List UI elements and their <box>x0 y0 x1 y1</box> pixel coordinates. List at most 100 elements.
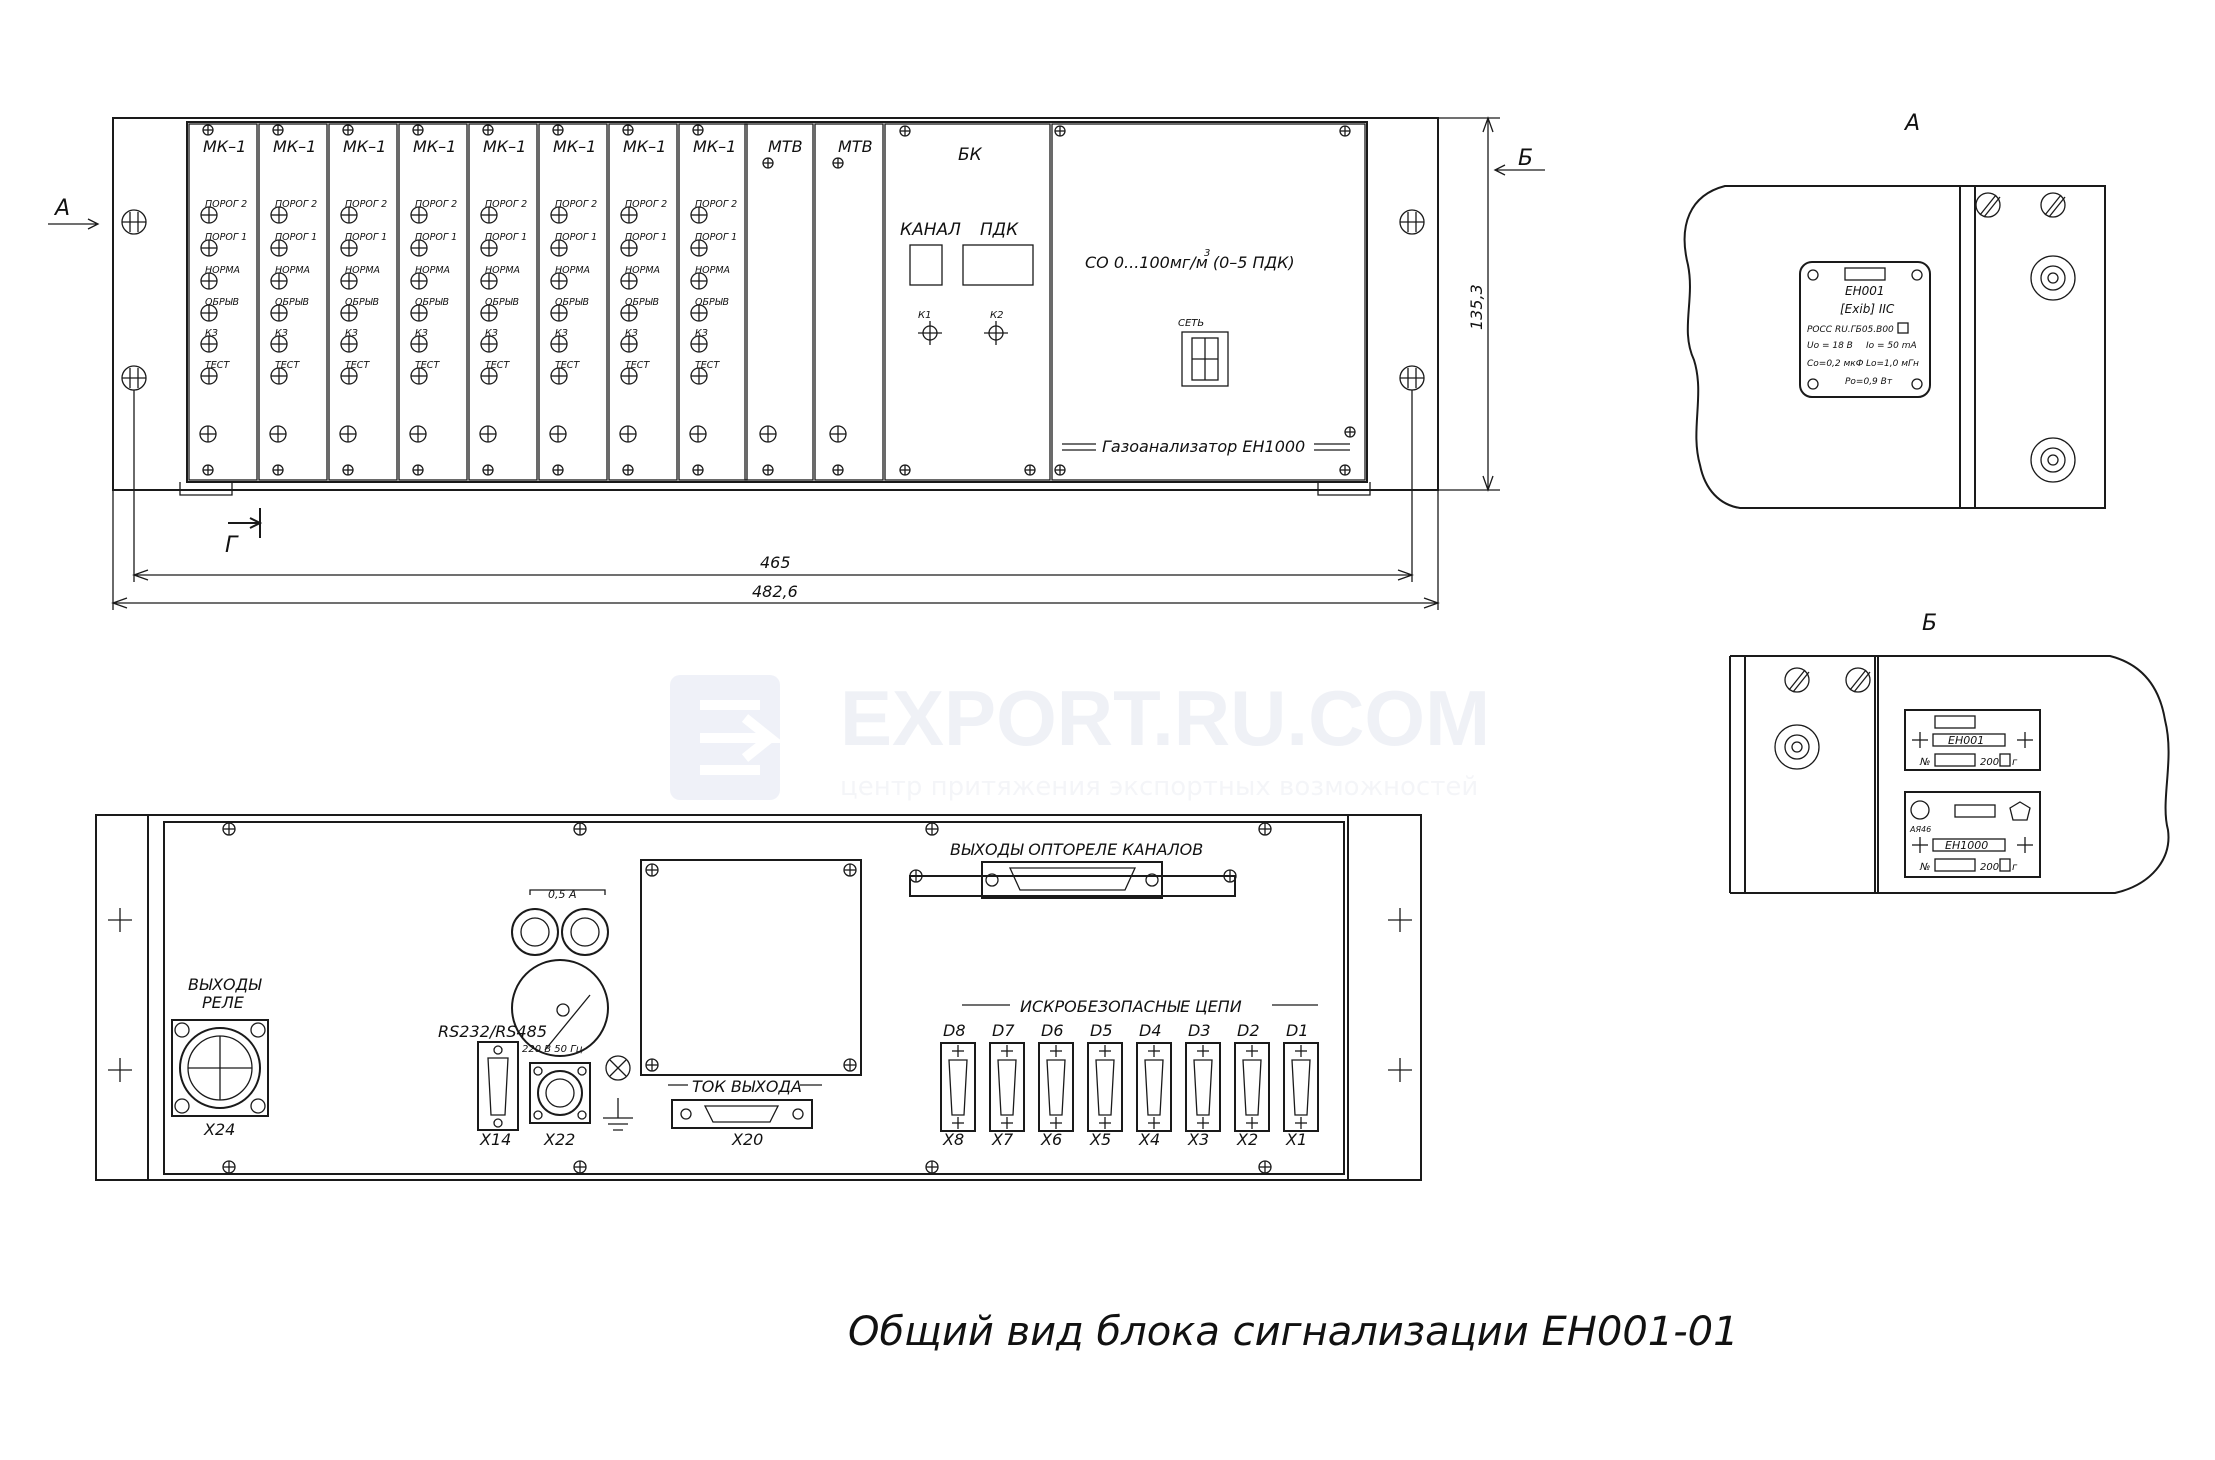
indicator-label: ПОРОГ 1 <box>555 232 597 243</box>
indicator-label: НОРМА <box>485 265 520 276</box>
x24-label: Х24 <box>203 1120 235 1139</box>
intrinsic-label: ИСКРОБЕЗОПАСНЫЕ ЦЕПИ <box>1020 997 1242 1016</box>
trimmer-knob[interactable] <box>984 321 1008 345</box>
indicator-label: ПОРОГ 1 <box>695 232 737 243</box>
indicator-led <box>410 335 428 353</box>
power-switch[interactable] <box>1181 331 1229 387</box>
screw <box>622 464 634 476</box>
trimmer-knob[interactable] <box>918 321 942 345</box>
relay-label-line2: РЕЛЕ <box>202 993 245 1012</box>
plate-lo: Lo=1,0 мГн <box>1866 359 1919 369</box>
bk-kanal-label: КАНАЛ <box>900 220 961 240</box>
screw <box>552 464 564 476</box>
indicator-led <box>620 367 638 385</box>
indicator-label: ТЕСТ <box>485 360 510 371</box>
rs-label: RS232/RS485 <box>438 1022 547 1041</box>
pdk-display <box>962 244 1034 286</box>
indicator-led <box>690 239 708 257</box>
channel-d-label: D7 <box>992 1021 1015 1040</box>
indicator-label: ПОРОГ 2 <box>205 199 247 210</box>
optorele-connector[interactable] <box>909 861 1236 899</box>
screw <box>222 822 236 836</box>
height-dim-value: 135,3 <box>1467 284 1486 330</box>
indicator-led <box>410 304 428 322</box>
screw <box>482 124 494 136</box>
channel-x-label: Х8 <box>942 1130 964 1149</box>
plate-po: Po=0,9 Вт <box>1845 377 1893 387</box>
screw <box>573 822 587 836</box>
cable-gland <box>511 959 609 1057</box>
current-output-connector[interactable] <box>671 1099 813 1129</box>
x14-label: Х14 <box>479 1130 511 1149</box>
indicator-led <box>270 206 288 224</box>
view-marker-b: Б <box>1518 146 1533 171</box>
indicator-led <box>200 239 218 257</box>
ex-nameplate: ЕН001 [Exib] IIC РОСС RU.ГБ05.В00 Uo = 1… <box>1799 261 1931 398</box>
bk-pdk-label: ПДК <box>980 220 1019 240</box>
x20-label: Х20 <box>731 1130 763 1149</box>
indicator-label: ПОРОГ 1 <box>205 232 247 243</box>
indicator-label: ПОРОГ 1 <box>275 232 317 243</box>
view-marker-a: А <box>53 196 70 221</box>
screw <box>843 863 857 877</box>
kanal-display <box>909 244 943 286</box>
mtv-label: МТВ <box>838 137 873 156</box>
relay-connector[interactable] <box>171 1019 269 1117</box>
inner-width-dim: 465 <box>760 553 791 572</box>
panel-screws <box>759 125 1356 476</box>
current-output-label: ТОК ВЫХОДА <box>692 1077 802 1096</box>
screw <box>692 464 704 476</box>
indicator-led <box>550 367 568 385</box>
height-dimension: 135,3 <box>1438 116 1500 492</box>
mtv-module: МТВ МТВ <box>744 123 884 481</box>
main-panel: СО 0...100мг/м (0–5 ПДК) 3 СЕТЬ Газоанал… <box>1051 123 1366 481</box>
indicator-led <box>690 335 708 353</box>
indicator-led <box>340 304 358 322</box>
indicator-label: ТЕСТ <box>205 360 230 371</box>
screw <box>909 869 923 883</box>
mk-module-label: МК–1 <box>483 137 526 156</box>
indicator-label: ОБРЫВ <box>625 297 659 308</box>
indicator-led <box>340 335 358 353</box>
rs-connector[interactable] <box>477 1041 519 1131</box>
indicator-led <box>340 239 358 257</box>
screw <box>832 157 844 169</box>
mk-module-label: МК–1 <box>693 137 736 156</box>
indicator-led <box>480 239 498 257</box>
plate2-year: 200 <box>1980 862 1999 873</box>
indicator-label: ПОРОГ 1 <box>415 232 457 243</box>
indicator-label: ПОРОГ 2 <box>625 199 667 210</box>
channel-x-label: Х6 <box>1040 1130 1062 1149</box>
channel-d-label: D3 <box>1188 1021 1211 1040</box>
screw <box>412 464 424 476</box>
screw <box>832 464 844 476</box>
indicator-led <box>620 272 638 290</box>
fuse-holder[interactable] <box>511 908 609 956</box>
screw <box>899 464 911 476</box>
power-connector[interactable] <box>529 1062 591 1124</box>
indicator-led <box>270 335 288 353</box>
indicator-label: ОБРЫВ <box>415 297 449 308</box>
detail-b: Б ЕН001 № 200 г АЯ46 <box>1729 611 2170 894</box>
mk-module-label: МК–1 <box>273 137 316 156</box>
indicator-label: КЗ <box>485 328 498 339</box>
indicator-led <box>340 206 358 224</box>
indicator-label: ОБРЫВ <box>555 297 589 308</box>
screw <box>899 125 911 137</box>
screw <box>1054 464 1066 476</box>
indicator-label: НОРМА <box>205 265 240 276</box>
indicator-label: ПОРОГ 2 <box>695 199 737 210</box>
plate1-year: 200 <box>1980 757 1999 768</box>
screw <box>1339 125 1351 137</box>
serial-plate-2: АЯ46 ЕН1000 № 200 г <box>1904 791 2041 878</box>
screw <box>1344 426 1356 438</box>
